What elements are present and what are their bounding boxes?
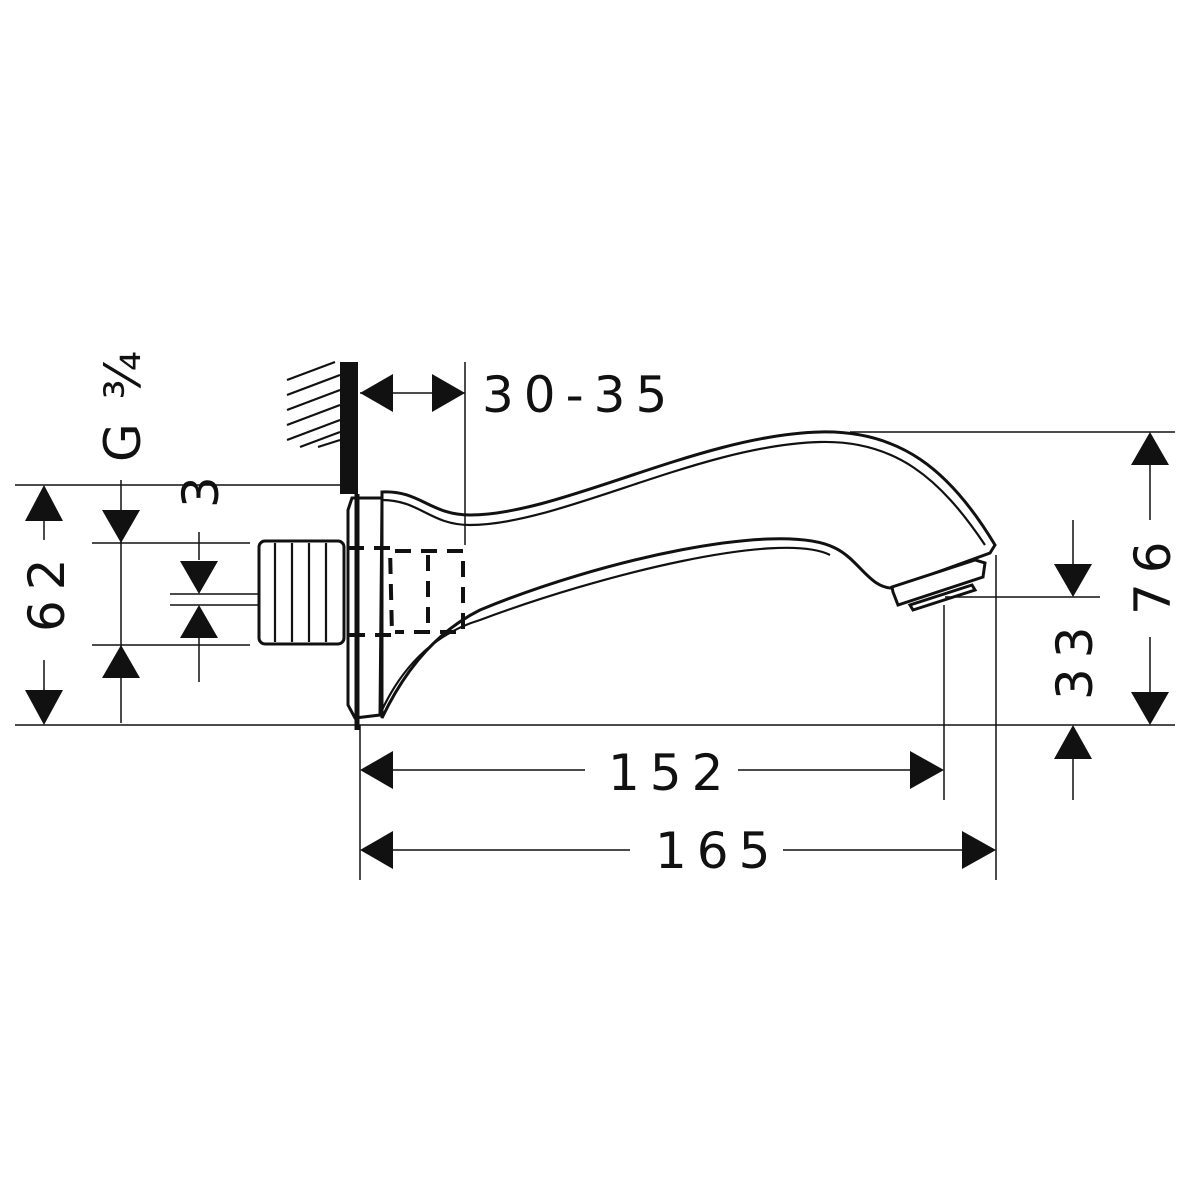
aerator — [890, 558, 987, 612]
spout-bottom-inner — [381, 546, 831, 711]
threaded-connector — [257, 539, 346, 646]
dim-height-inlet-label: 62 — [18, 548, 76, 632]
dim-outlet-height-label: 33 — [1046, 616, 1104, 700]
spout-body — [380, 430, 997, 719]
spout-top-inner — [381, 440, 986, 546]
flange — [346, 496, 384, 720]
dim-projection-outlet: 152 — [360, 744, 944, 802]
dim-flange-offset-label: 3 — [172, 466, 230, 508]
dim-outlet-height: 33 — [1046, 520, 1104, 800]
dim-flange-offset: 3 — [172, 466, 230, 682]
wall-section — [340, 362, 358, 494]
thread-label: G ¾ — [94, 347, 152, 462]
hidden-lines — [348, 546, 465, 637]
dim-projection-total: 165 — [360, 822, 996, 880]
dim-projection-total-label: 165 — [655, 822, 780, 880]
dim-thread: G ¾ — [94, 347, 152, 723]
wall-hatch — [286, 360, 341, 449]
dim-total-height: 76 — [1124, 432, 1182, 725]
dim-wall-depth-label: 30-35 — [482, 366, 677, 424]
dim-height-inlet: 62 — [18, 485, 76, 725]
dim-wall-depth: 30-35 — [360, 366, 677, 424]
dim-total-height-label: 76 — [1124, 531, 1182, 615]
dim-projection-outlet-label: 152 — [608, 744, 733, 802]
